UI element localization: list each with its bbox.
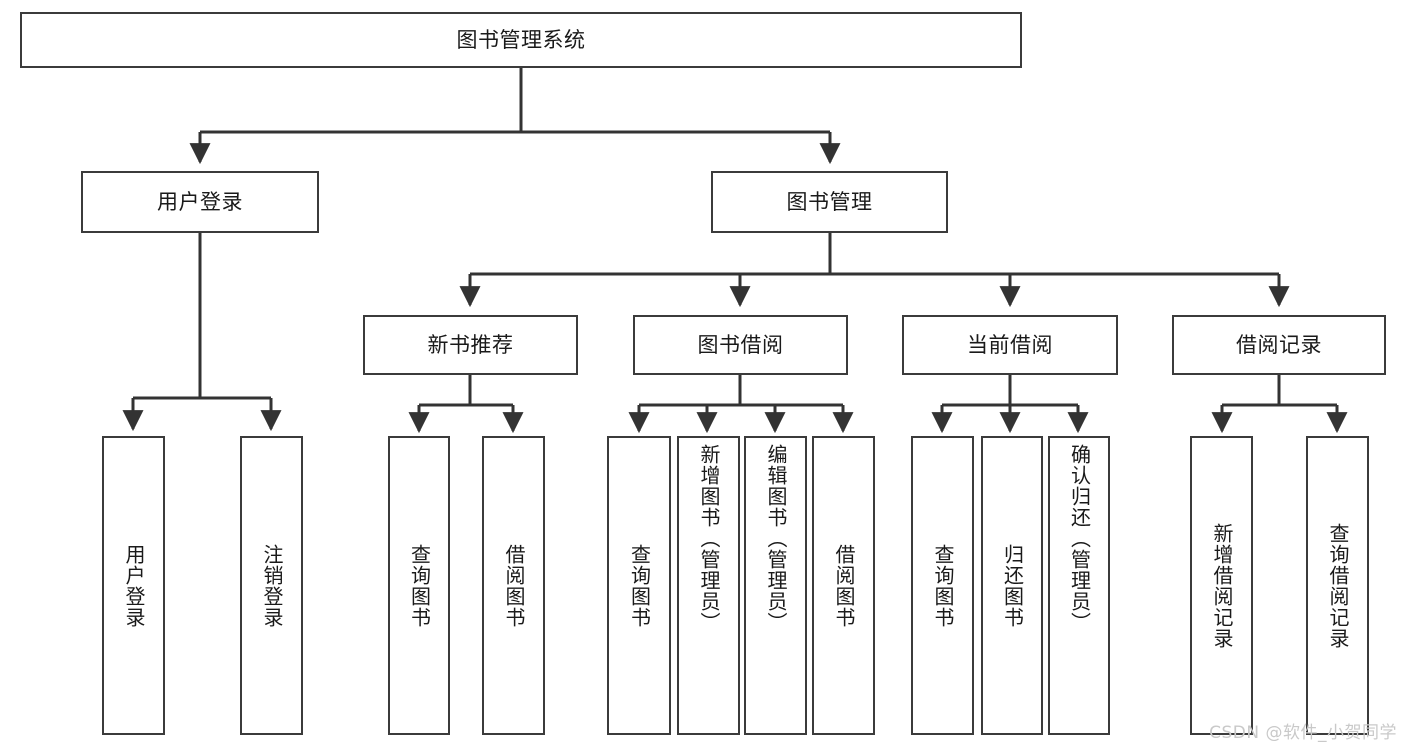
- node-book-manage-label: 图书管理: [786, 189, 873, 214]
- node-leaf-return-book[interactable]: 归还图书: [981, 436, 1043, 735]
- node-leaf-query-book-1[interactable]: 查询图书: [388, 436, 450, 735]
- node-borrow-record-label: 借阅记录: [1236, 332, 1322, 357]
- node-book-manage[interactable]: 图书管理: [711, 171, 948, 233]
- node-leaf-add-record[interactable]: 新增借阅记录: [1190, 436, 1253, 735]
- node-leaf-borrow-book-1[interactable]: 借阅图书: [482, 436, 545, 735]
- node-leaf-add-record-label: 新增借阅记录: [1210, 522, 1234, 649]
- node-leaf-query-book-3[interactable]: 查询图书: [911, 436, 974, 735]
- node-new-book-recommend[interactable]: 新书推荐: [363, 315, 578, 375]
- node-leaf-logout-label: 注销登录: [260, 543, 284, 628]
- node-leaf-logout[interactable]: 注销登录: [240, 436, 303, 735]
- node-root[interactable]: 图书管理系统: [20, 12, 1022, 68]
- node-user-login-label: 用户登录: [157, 189, 243, 214]
- node-leaf-add-book[interactable]: 新增图书（管理员）: [677, 436, 740, 735]
- node-leaf-confirm-return[interactable]: 确认归还（管理员）: [1048, 436, 1110, 735]
- node-leaf-borrow-book-2-label: 借阅图书: [832, 543, 856, 628]
- node-borrow-record[interactable]: 借阅记录: [1172, 315, 1386, 375]
- node-leaf-edit-book-label: 编辑图书（管理员）: [764, 444, 788, 633]
- node-leaf-user-login-label: 用户登录: [122, 543, 146, 628]
- node-book-borrow[interactable]: 图书借阅: [633, 315, 848, 375]
- node-leaf-return-book-label: 归还图书: [1000, 543, 1025, 628]
- node-leaf-query-book-2-label: 查询图书: [627, 543, 652, 628]
- node-book-borrow-label: 图书借阅: [697, 332, 784, 357]
- node-new-book-recommend-label: 新书推荐: [427, 332, 514, 357]
- node-leaf-borrow-book-1-label: 借阅图书: [502, 543, 526, 628]
- node-leaf-borrow-book-2[interactable]: 借阅图书: [812, 436, 875, 735]
- node-leaf-query-record-label: 查询借阅记录: [1326, 522, 1350, 649]
- node-current-borrow[interactable]: 当前借阅: [902, 315, 1118, 375]
- watermark: CSDN @软件_小贺同学: [1209, 723, 1397, 743]
- node-root-label: 图书管理系统: [456, 27, 586, 52]
- node-leaf-user-login[interactable]: 用户登录: [102, 436, 165, 735]
- node-leaf-query-book-2[interactable]: 查询图书: [607, 436, 671, 735]
- node-leaf-query-record[interactable]: 查询借阅记录: [1306, 436, 1369, 735]
- node-current-borrow-label: 当前借阅: [967, 332, 1053, 357]
- node-leaf-query-book-1-label: 查询图书: [407, 543, 432, 628]
- node-leaf-edit-book[interactable]: 编辑图书（管理员）: [744, 436, 807, 735]
- node-leaf-query-book-3-label: 查询图书: [931, 543, 955, 628]
- node-leaf-add-book-label: 新增图书（管理员）: [697, 444, 721, 633]
- node-leaf-confirm-return-label: 确认归还（管理员）: [1067, 444, 1092, 633]
- node-user-login[interactable]: 用户登录: [81, 171, 319, 233]
